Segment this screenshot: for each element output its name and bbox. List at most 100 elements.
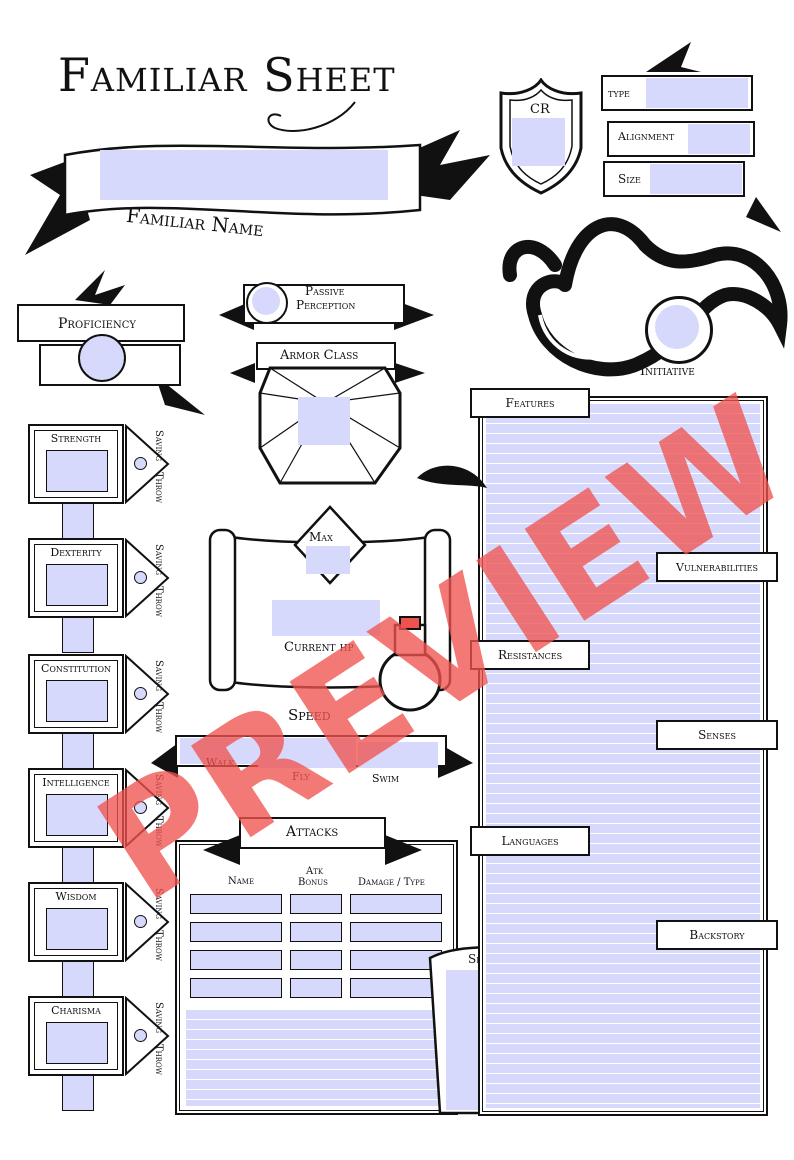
features-lines[interactable]	[486, 404, 760, 1108]
ability-block: Intelligence	[28, 768, 124, 848]
size-label: Size	[618, 172, 641, 186]
ability-score-field[interactable]	[46, 450, 108, 492]
walk-label: Walk	[206, 756, 235, 769]
ability-block: Strength	[28, 424, 124, 504]
attack-name-field[interactable]	[190, 894, 282, 914]
ability-score-field[interactable]	[46, 794, 108, 836]
saving-throw-checkbox[interactable]	[134, 801, 147, 814]
ability-block: Dexterity	[28, 538, 124, 618]
saving-throw-checkbox[interactable]	[134, 457, 147, 470]
max-hp-field[interactable]	[306, 546, 350, 574]
current-hp-label: Current hp	[284, 640, 354, 655]
saving-throw-checkbox[interactable]	[134, 571, 147, 584]
type-label: type	[608, 86, 630, 100]
attack-name-field[interactable]	[190, 978, 282, 998]
saving-label: Saving	[153, 544, 164, 576]
ability-block: Charisma	[28, 996, 124, 1076]
throw-label: Throw	[153, 586, 164, 617]
senses-banner: Senses	[656, 720, 778, 750]
attack-damage-field[interactable]	[350, 922, 442, 942]
cr-field[interactable]	[512, 118, 565, 166]
swim-speed-field[interactable]	[358, 742, 438, 768]
attack-damage-field[interactable]	[350, 894, 442, 914]
ability-frame	[34, 774, 118, 842]
ability-modifier-field[interactable]	[62, 962, 94, 997]
cr-label: CR	[530, 102, 550, 117]
ability-name: Dexterity	[50, 546, 102, 559]
size-field[interactable]	[650, 164, 742, 194]
fly-speed-field[interactable]	[258, 738, 356, 768]
vulnerabilities-banner: Vulnerabilities	[656, 552, 778, 582]
passive-perception-field[interactable]	[252, 287, 280, 315]
armor-class-field[interactable]	[298, 397, 350, 445]
senses-label: Senses	[698, 728, 736, 742]
throw-label: Throw	[153, 472, 164, 503]
ability-modifier-field[interactable]	[62, 618, 94, 653]
throw-label: Throw	[153, 1044, 164, 1075]
backstory-label: Backstory	[689, 928, 745, 942]
proficiency-field[interactable]	[78, 334, 126, 382]
ability-modifier-field[interactable]	[62, 504, 94, 539]
languages-banner: Languages	[470, 826, 590, 856]
saving-throw-tab	[125, 424, 170, 504]
ability-modifier-field[interactable]	[62, 848, 94, 883]
saving-label: Saving	[153, 430, 164, 462]
vulnerabilities-label: Vulnerabilities	[676, 560, 758, 574]
attack-bonus-field[interactable]	[290, 950, 342, 970]
attack-bonus-field[interactable]	[290, 894, 342, 914]
ability-block: Wisdom	[28, 882, 124, 962]
alignment-field[interactable]	[688, 124, 750, 154]
speed-label: Speed	[288, 706, 331, 724]
ability-frame	[34, 1002, 118, 1070]
saving-throw-checkbox[interactable]	[134, 915, 147, 928]
attacks-bonus-header: Bonus	[298, 877, 328, 888]
saving-throw-checkbox[interactable]	[134, 1029, 147, 1042]
walk-speed-field[interactable]	[180, 738, 258, 764]
passive-perception-label-2: Perception	[296, 298, 356, 312]
ability-frame	[34, 544, 118, 612]
saving-throw-tab	[125, 996, 170, 1076]
attack-name-field[interactable]	[190, 950, 282, 970]
attack-name-field[interactable]	[190, 922, 282, 942]
attacks-label: Attacks	[286, 824, 339, 840]
attack-bonus-field[interactable]	[290, 978, 342, 998]
alignment-label: Alignment	[618, 130, 675, 143]
ability-frame	[34, 888, 118, 956]
backstory-banner: Backstory	[656, 920, 778, 950]
resistances-banner: Resistances	[470, 640, 590, 670]
attacks-damage-header: Damage / Type	[358, 877, 425, 888]
initiative-field[interactable]	[655, 305, 699, 349]
familiar-name-field[interactable]	[100, 150, 388, 200]
saving-throw-tab	[125, 538, 170, 618]
attack-bonus-field[interactable]	[290, 922, 342, 942]
attacks-name-header: Name	[228, 876, 255, 887]
ability-modifier-field[interactable]	[62, 1076, 94, 1111]
ability-score-field[interactable]	[46, 908, 108, 950]
type-field[interactable]	[646, 78, 748, 108]
ability-block: Constitution	[28, 654, 124, 734]
initiative-label: Initiative	[640, 364, 695, 379]
ability-name: Intelligence	[42, 776, 110, 789]
resistances-label: Resistances	[497, 648, 563, 662]
ability-modifier-field[interactable]	[62, 734, 94, 769]
languages-label: Languages	[501, 834, 559, 848]
features-label: Features	[505, 396, 555, 410]
saving-throw-tab	[125, 654, 170, 734]
proficiency-label: Proficiency	[58, 316, 136, 332]
ability-score-field[interactable]	[46, 680, 108, 722]
saving-label: Saving	[153, 1002, 164, 1034]
attacks-atk-header: Atk	[306, 866, 324, 877]
ability-score-field[interactable]	[46, 564, 108, 606]
current-hp-field[interactable]	[272, 600, 380, 636]
title-flourish	[267, 101, 356, 132]
attack-notes-lines[interactable]	[186, 1010, 448, 1106]
ability-name: Constitution	[40, 662, 112, 675]
passive-perception-label-1: Passive	[305, 284, 345, 298]
fly-label: Fly	[292, 770, 310, 783]
ability-name: Charisma	[51, 1004, 101, 1017]
kraken-tentacles	[502, 217, 788, 377]
ability-score-field[interactable]	[46, 1022, 108, 1064]
ability-name: Strength	[50, 432, 102, 445]
ability-name: Wisdom	[55, 890, 97, 903]
saving-throw-checkbox[interactable]	[134, 687, 147, 700]
